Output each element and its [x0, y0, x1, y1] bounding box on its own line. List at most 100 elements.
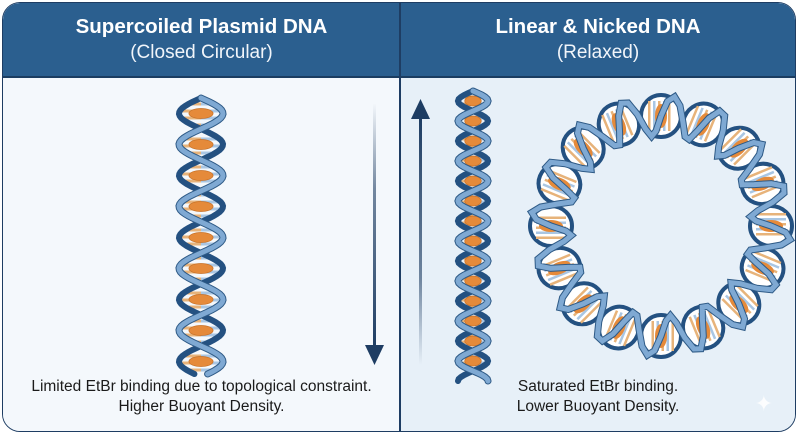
etbr-intercalator — [464, 315, 482, 327]
panel-title: Linear & Nicked DNA — [495, 15, 701, 38]
base-pair — [751, 184, 781, 199]
base-pair — [465, 144, 473, 148]
caption-line: Limited EtBr binding due to topological … — [31, 378, 372, 395]
base-pair — [201, 228, 214, 232]
etbr-intercalator — [188, 139, 214, 150]
base-pair — [750, 254, 780, 269]
caption-line: Saturated EtBr binding. — [517, 378, 679, 395]
etbr-intercalator — [464, 215, 482, 227]
base-pair — [745, 268, 774, 283]
base-pair — [201, 151, 213, 155]
base-pair — [201, 116, 218, 120]
panel-header-supercoiled: Supercoiled Plasmid DNA (Closed Circular… — [3, 3, 400, 78]
diagram-art — [175, 87, 795, 385]
etbr-intercalator — [188, 108, 214, 119]
base-pair — [191, 102, 201, 106]
panel-divider — [399, 3, 401, 431]
base-pair — [618, 315, 633, 345]
sparkle-icon: ✦ — [754, 391, 773, 416]
base-pair — [189, 151, 201, 155]
base-pair — [619, 106, 634, 136]
base-pair — [185, 179, 201, 183]
base-pair — [186, 242, 201, 246]
base-pair — [540, 187, 570, 202]
etbr-intercalator — [464, 275, 482, 287]
dna-strand — [528, 93, 794, 359]
dna-strand — [455, 88, 491, 384]
etbr-intercalator — [188, 356, 214, 367]
etbr-intercalator — [464, 255, 482, 267]
base-pair — [201, 137, 217, 141]
dna-helix-supercoiled — [175, 94, 227, 378]
base-pair — [201, 165, 213, 169]
dna-strand — [175, 95, 227, 377]
base-pair — [185, 354, 201, 358]
base-pair — [188, 228, 201, 232]
base-pair — [733, 142, 757, 166]
base-pair — [536, 236, 566, 239]
diagram-frame: Supercoiled Plasmid DNA (Closed Circular… — [2, 2, 796, 432]
panel-subtitle: (Closed Circular) — [130, 42, 273, 63]
panel-caption: Saturated EtBr binding. Lower Buoyant De… — [401, 377, 795, 417]
base-pair — [201, 179, 217, 183]
dna-helix-linear — [454, 87, 492, 385]
base-pair — [184, 333, 201, 337]
panel-title: Supercoiled Plasmid DNA — [75, 15, 328, 38]
base-pair — [186, 291, 201, 295]
caption-line: Higher Buoyant Density. — [118, 398, 285, 415]
panel-caption: Limited EtBr binding due to topological … — [3, 377, 400, 417]
etbr-intercalator — [188, 232, 214, 243]
base-pair — [201, 200, 218, 204]
base-pair — [473, 354, 481, 358]
base-pair — [188, 305, 201, 309]
base-pair — [201, 242, 216, 246]
base-pair — [184, 200, 201, 204]
base-pair — [622, 317, 637, 347]
etbr-intercalator — [464, 175, 482, 187]
caption-line: Lower Buoyant Density. — [516, 398, 680, 415]
base-pair — [542, 183, 572, 198]
base-pair — [756, 233, 786, 236]
base-pair — [201, 214, 211, 218]
etbr-intercalator — [464, 155, 482, 167]
panel-header-linear: Linear & Nicked DNA (Relaxed) — [401, 3, 795, 78]
etbr-intercalator — [464, 295, 482, 307]
base-pair — [703, 113, 718, 142]
base-pair — [201, 333, 218, 337]
base-pair — [719, 128, 742, 152]
base-pair — [185, 137, 201, 141]
density-arrow-up — [411, 99, 430, 365]
base-pair — [576, 297, 600, 321]
base-pair — [732, 287, 756, 311]
base-pair — [722, 131, 746, 155]
base-pair — [651, 321, 654, 351]
base-pair — [689, 107, 704, 137]
base-pair — [666, 321, 669, 351]
base-pair — [604, 310, 619, 339]
etbr-intercalator — [188, 325, 214, 336]
base-pair — [473, 284, 481, 288]
base-pair — [577, 130, 601, 154]
etbr-intercalator — [464, 335, 482, 347]
base-pair — [707, 308, 721, 338]
base-pair — [565, 286, 589, 310]
base-pair — [201, 354, 217, 358]
etbr-intercalator — [464, 195, 482, 207]
base-pair — [566, 141, 590, 165]
etbr-intercalator — [188, 170, 214, 181]
etbr-intercalator — [188, 201, 214, 212]
base-pair — [541, 253, 571, 268]
etbr-intercalator — [464, 135, 482, 147]
dna-strand — [176, 95, 226, 377]
etbr-intercalator — [464, 235, 482, 247]
base-pair — [648, 101, 651, 131]
base-pair — [688, 316, 703, 346]
base-pair — [189, 368, 201, 372]
etbr-intercalator — [464, 95, 482, 107]
base-pair — [201, 291, 216, 295]
base-pair — [465, 214, 473, 218]
base-pair — [668, 101, 671, 131]
density-arrow-down — [365, 103, 384, 365]
dna-nicked-circle — [526, 91, 795, 361]
base-pair — [201, 319, 211, 323]
